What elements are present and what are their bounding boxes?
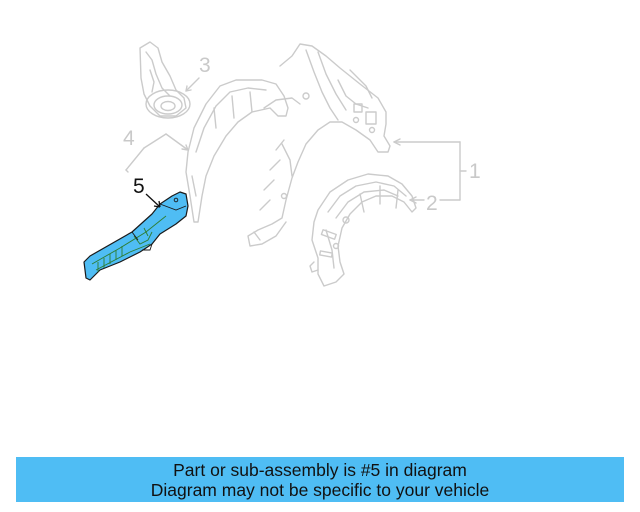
leader-lines-4: [125, 133, 189, 173]
part-5-highlighted: [83, 191, 189, 281]
callout-1: 1: [469, 160, 481, 183]
banner-line-part-number: Part or sub-assembly is #5 in diagram: [173, 459, 467, 480]
callout-4: 4: [123, 127, 135, 150]
leader-lines-1-2: [393, 138, 467, 204]
callout-2: 2: [426, 192, 438, 215]
part-4-wheelhouse: [185, 79, 289, 223]
part-2-wheelhouse-liner: [309, 173, 417, 287]
callout-3: 3: [199, 54, 211, 77]
info-banner: Part or sub-assembly is #5 in diagram Di…: [16, 457, 624, 502]
callout-5: 5: [133, 175, 145, 198]
banner-line-disclaimer: Diagram may not be specific to your vehi…: [150, 479, 490, 500]
leader-line-5: [145, 193, 161, 208]
part-1-quarter-inner: [247, 43, 391, 247]
part-3-bracket: [139, 41, 200, 119]
